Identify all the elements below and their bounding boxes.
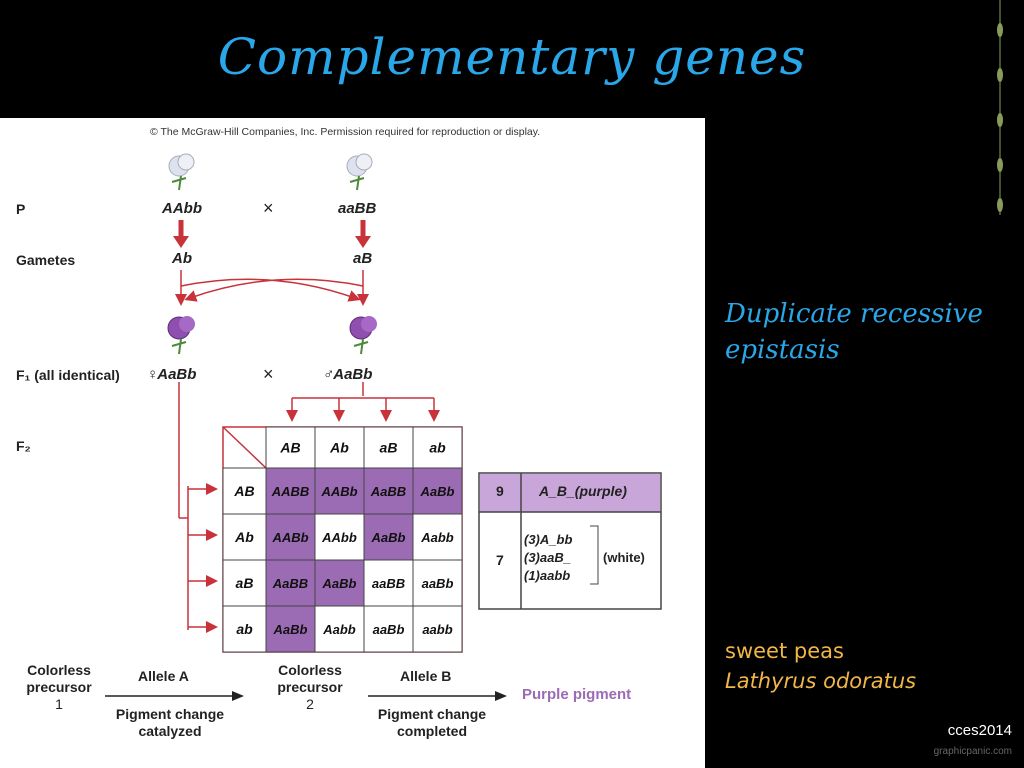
flower-icon-purple-left [167,316,195,355]
punnett-cell [363,513,414,561]
punnett-cell-genotype: Aabb [420,530,454,545]
punnett-col-header-cell [412,426,463,469]
punnett-cell [314,605,365,653]
punnett-cell-genotype: AaBB [370,484,406,499]
punnett-cell-genotype: Aabb [322,622,356,637]
pathway-text-line: Pigment change [377,706,487,722]
pathway-precursor-1: Colorless precursor 1 [16,662,102,713]
pathway-step-1: Pigment change catalyzed [100,706,240,740]
punnett-cell [363,605,414,653]
gamete-right: aB [353,250,373,267]
pathway-product: Purple pigment [522,686,632,703]
side-heading: Duplicate recessive epistasis [725,296,983,368]
f1-male-genotype: ♂AaBb [322,366,373,383]
side-heading-line: Duplicate recessive [725,299,983,329]
pathway-arrows [105,691,507,701]
punnett-col-header: Ab [329,440,349,456]
ratio-white-count: 7 [496,552,504,568]
ratio-white-label: (white) [603,550,645,565]
punnett-row-header-cell [222,513,267,561]
pathway-allele-b: Allele B [400,668,452,684]
label-f2: F₂ [16,438,31,454]
ratio-white-line: (1)aabb [524,568,571,583]
common-name: sweet peas [725,639,844,663]
punnett-row-header: ab [236,621,253,637]
label-gametes: Gametes [16,252,76,268]
pathway-text-line: completed [396,723,467,739]
cross-symbol-f1: × [263,364,274,384]
side-heading-line: epistasis [725,335,840,365]
punnett-row-header-cell [222,559,267,607]
punnett-cell [314,513,365,561]
punnett-cell [265,559,316,607]
gamete-left: Ab [172,250,192,267]
pathway-text-line: Colorless [278,662,342,678]
punnett-cell [412,467,463,515]
pathway-text-line: precursor [277,679,343,695]
punnett-row-header: Ab [234,529,254,545]
punnett-cell-genotype: AaBB [272,576,308,591]
decorative-vine [997,0,1003,215]
pathway-text-line: 1 [55,696,63,712]
punnett-cell-genotype: AABB [271,484,310,499]
ratio-white-line: (3)aaB_ [524,550,571,565]
parent-right-genotype: aaBB [338,200,377,217]
flower-icon-white-right [346,153,373,191]
pathway-precursor-2: Colorless precursor 2 [266,662,354,713]
punnett-col-header: ab [429,440,446,456]
cross-symbol-p: × [263,198,274,218]
slide-title: Complementary genes [217,28,807,86]
punnett-cell [412,605,463,653]
punnett-corner-diagonal [222,426,267,469]
punnett-row-header-cell [222,605,267,653]
pathway-text-line: precursor [26,679,92,695]
copyright-notice: © The McGraw-Hill Companies, Inc. Permis… [150,126,541,138]
punnett-cell-genotype: aaBb [422,576,454,591]
punnett-cell-genotype: AaBb [420,484,455,499]
ratio-purple-count: 9 [496,483,504,499]
watermark-text: graphicpanic.com [933,746,1012,757]
flower-icon-purple-right [349,316,377,355]
punnett-cell-genotype: AABb [320,484,357,499]
punnett-col-header-cell [363,426,414,469]
arrow-female-to-rows [178,382,218,633]
parent-left-genotype: AAbb [162,200,202,217]
arrow-gametes-to-f1 [175,270,369,306]
species-block: sweet peas Lathyrus odoratus [725,636,916,696]
arrow-p-to-gametes [173,220,371,248]
flower-icon-white-left [168,153,195,191]
pathway-allele-a: Allele A [138,668,189,684]
ratio-white-line: (3)A_bb [524,532,573,547]
credit-text: cces2014 [947,722,1012,739]
punnett-cell-genotype: AaBb [273,622,308,637]
pathway-text-line: Pigment change [115,706,225,722]
punnett-col-header: aB [380,440,398,456]
punnett-cell-genotype: aaBb [373,622,405,637]
punnett-cell-genotype: AaBb [371,530,406,545]
punnett-row-header: aB [236,575,254,591]
figure-panel: © The McGraw-Hill Companies, Inc. Permis… [0,118,705,768]
punnett-col-header-cell [314,426,365,469]
punnett-cell-genotype: aabb [422,622,452,637]
label-p: P [16,201,26,217]
pathway-text-line: Colorless [27,662,91,678]
punnett-col-header: AB [279,440,300,456]
pathway-text-line: 2 [306,696,314,712]
punnett-cell-genotype: aaBB [372,576,405,591]
ratio-box [478,472,662,610]
ratio-purple-label: A_B_(purple) [539,483,627,499]
punnett-cell-genotype: AABb [271,530,308,545]
scientific-name: Lathyrus odoratus [725,669,917,693]
pathway-text-line: catalyzed [138,723,202,739]
punnett-cell-genotype: AaBb [322,576,357,591]
punnett-row-header: AB [233,483,254,499]
label-f1: F₁ (all identical) [16,367,120,383]
arrow-male-to-columns [286,382,440,422]
pathway-step-2: Pigment change completed [362,706,502,740]
punnett-cell-genotype: AAbb [321,530,357,545]
f1-female-genotype: ♀AaBb [146,366,197,383]
